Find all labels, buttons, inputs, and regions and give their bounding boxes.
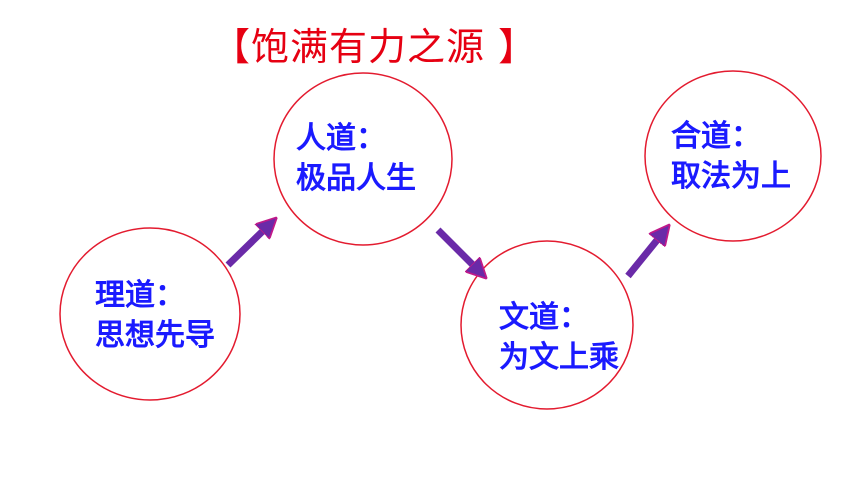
node-label-wendao-title: 文道：: [499, 300, 589, 335]
arrow-lidao-to-rendao: [225, 226, 268, 268]
node-circle-hedao: [644, 70, 822, 242]
node-label-wendao-desc: 为文上乘: [499, 340, 619, 375]
node-circle-lidao: [59, 227, 241, 401]
node-label-rendao: 人道： 极品人生: [296, 119, 416, 199]
node-label-rendao-desc: 极品人生: [296, 161, 416, 196]
node-label-lidao-title: 理道：: [95, 278, 185, 313]
node-circle-rendao: [273, 72, 453, 246]
node-label-hedao-title: 合道：: [671, 119, 761, 154]
node-label-wendao: 文道： 为文上乘: [499, 298, 619, 378]
arrow-wendao-to-hedao: [625, 234, 662, 279]
node-label-hedao: 合道： 取法为上: [671, 117, 791, 197]
node-label-lidao-desc: 思想先导: [95, 318, 215, 353]
node-label-lidao: 理道： 思想先导: [95, 276, 215, 356]
node-label-rendao-title: 人道：: [296, 121, 386, 156]
node-circle-wendao: [460, 240, 634, 410]
diagram-title: 【饱满有力之源 】: [212, 25, 538, 69]
arrow-rendao-to-wendao: [435, 227, 478, 270]
node-label-hedao-desc: 取法为上: [671, 159, 791, 194]
